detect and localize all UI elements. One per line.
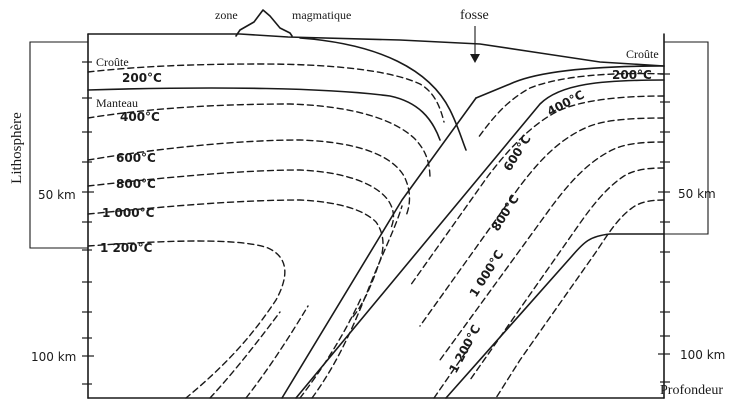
slab-isotherm-label-1000: 1 000°C <box>467 248 507 300</box>
fosse-label: fosse <box>460 8 489 23</box>
isotherm-labels-left: 200°C 400°C 600°C 800°C 1 000°C 1 200°C <box>100 71 162 255</box>
isotherm-label-200: 200°C <box>122 71 162 85</box>
depth-ticks-right <box>658 73 670 383</box>
manteau-label: Manteau <box>96 96 138 110</box>
right-crust-boundary <box>295 79 665 399</box>
depth-ticks-left <box>82 61 94 385</box>
isotherms-slab <box>409 72 665 399</box>
slab-isotherm-label-800: 800°C <box>489 192 522 233</box>
croute-left-label: Croûte <box>96 55 129 69</box>
profondeur-label: Profondeur <box>660 383 723 398</box>
depth-50km-right: 50 km <box>678 187 716 201</box>
slab-isotherm-label-600: 600°C <box>501 132 534 173</box>
lithosphere-bracket-right <box>664 41 709 235</box>
slab-top <box>281 97 477 399</box>
isotherm-label-800: 800°C <box>116 177 156 191</box>
isotherms-wedge <box>87 63 445 399</box>
lithosphere-label: Lithosphère <box>9 112 25 184</box>
depth-100km-left: 100 km <box>31 350 76 364</box>
left-crust-boundary <box>87 87 441 141</box>
isotherm-label-1000: 1 000°C <box>102 206 155 220</box>
isotherm-labels-slab: 200°C 400°C 600°C 800°C 1 000°C 1 200°C <box>446 68 652 375</box>
slab-isotherm-label-200: 200°C <box>612 68 652 82</box>
slab-isotherm-label-1200: 1 200°C <box>446 322 483 375</box>
slab-isotherm-label-400: 400°C <box>545 87 587 118</box>
lithosphere-bracket-left <box>29 41 88 249</box>
fosse-arrow <box>470 26 480 63</box>
right-top-boundary <box>475 65 665 99</box>
depth-50km-left: 50 km <box>38 188 76 202</box>
zone-label: zone <box>215 8 238 22</box>
isotherm-label-400: 400°C <box>120 110 160 124</box>
right-lithosphere-base <box>445 233 665 399</box>
isotherm-label-600: 600°C <box>116 151 156 165</box>
isotherm-label-1200: 1 200°C <box>100 241 153 255</box>
volcano-shape <box>235 9 293 37</box>
left-upper-boundary <box>299 37 467 151</box>
magmatique-label: magmatique <box>292 8 351 22</box>
croute-right-label: Croûte <box>626 47 659 61</box>
depth-100km-right: 100 km <box>680 348 725 362</box>
section-frame <box>87 33 665 399</box>
